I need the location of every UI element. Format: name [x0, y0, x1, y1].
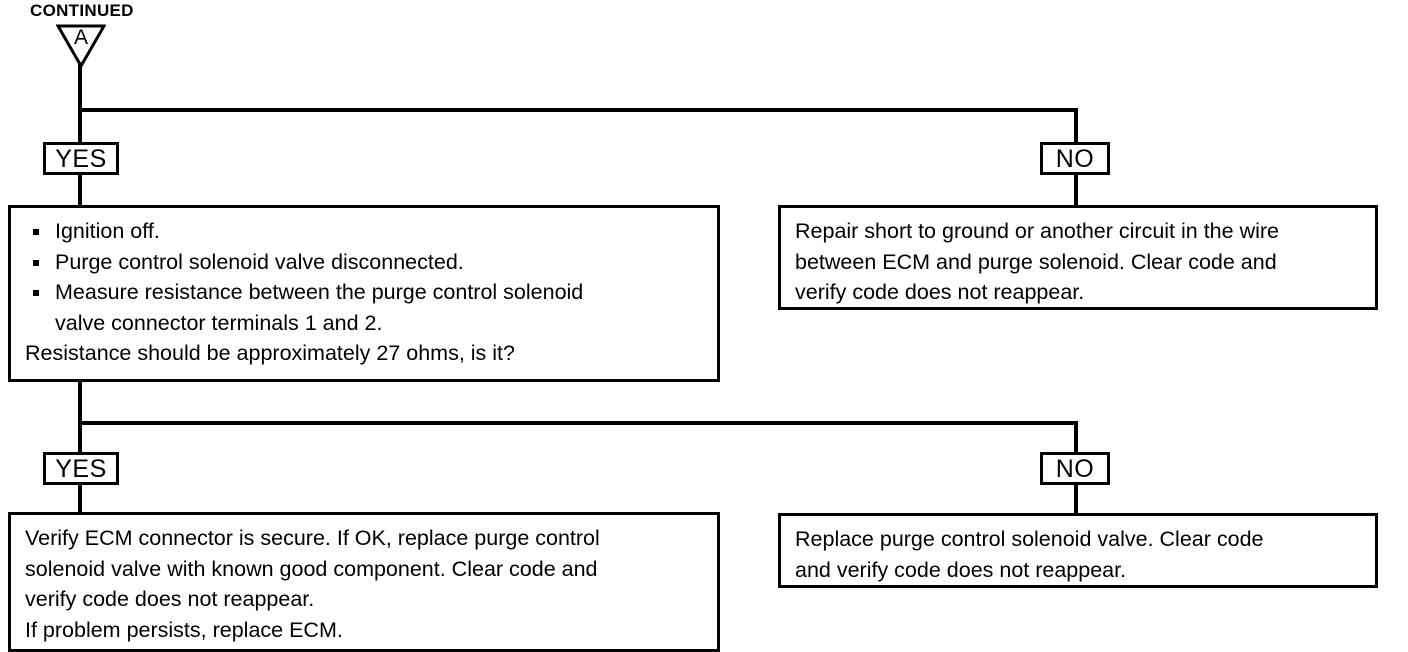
step-box-replace-solenoid: Replace purge control solenoid valve. Cl… [778, 513, 1378, 588]
no-line-to-panel-2 [1074, 172, 1078, 208]
branch-line-upper [78, 108, 1078, 112]
yes-line-to-panel-3 [78, 482, 82, 515]
branch-label-no-lower[interactable]: NO [1040, 452, 1110, 485]
branch-label-no-upper[interactable]: NO [1040, 142, 1110, 175]
step-line: verify code does not reappear. [795, 280, 1085, 304]
continued-label: CONTINUED [30, 1, 134, 20]
branch-line-lower [78, 421, 1078, 425]
step-bullet: Ignition off. [25, 216, 705, 247]
no-line-upper [1074, 108, 1078, 146]
step-bullet: Measure resistance between the purge con… [25, 277, 705, 308]
step-box-test-resistance: Ignition off. Purge control solenoid val… [8, 205, 720, 382]
step-bullet-continuation: valve connector terminals 1 and 2. [55, 310, 383, 335]
trunk-line-middle [78, 380, 82, 425]
step-bullet: Purge control solenoid valve disconnecte… [25, 247, 705, 278]
step-question: Resistance should be approximately 27 oh… [25, 341, 515, 365]
no-line-to-panel-4 [1074, 482, 1078, 515]
step-line: If problem persists, replace ECM. [25, 617, 343, 642]
no-line-lower [1074, 421, 1078, 455]
yes-line-upper [78, 108, 82, 146]
yes-line-to-panel-1 [78, 172, 82, 208]
step-line: solenoid valve with known good component… [25, 556, 598, 581]
yes-line-lower [78, 421, 82, 455]
branch-label-yes-upper[interactable]: YES [43, 142, 119, 175]
step-line: Repair short to ground or another circui… [795, 219, 1279, 243]
connector-triangle-icon [56, 24, 106, 68]
step-line: Verify ECM connector is secure. If OK, r… [25, 526, 600, 550]
step-line: verify code does not reappear. [25, 587, 315, 611]
step-box-verify-ecm-connector: Verify ECM connector is secure. If OK, r… [8, 512, 720, 652]
step-line: Replace purge control solenoid valve. Cl… [795, 527, 1264, 551]
step-box-repair-short: Repair short to ground or another circui… [778, 205, 1378, 310]
step-line: and verify code does not reappear. [795, 557, 1127, 582]
connector-letter: A [73, 26, 88, 49]
branch-label-yes-lower[interactable]: YES [43, 452, 119, 485]
step-line: between ECM and purge solenoid. Clear co… [795, 249, 1277, 274]
trunk-line-top [78, 62, 82, 114]
